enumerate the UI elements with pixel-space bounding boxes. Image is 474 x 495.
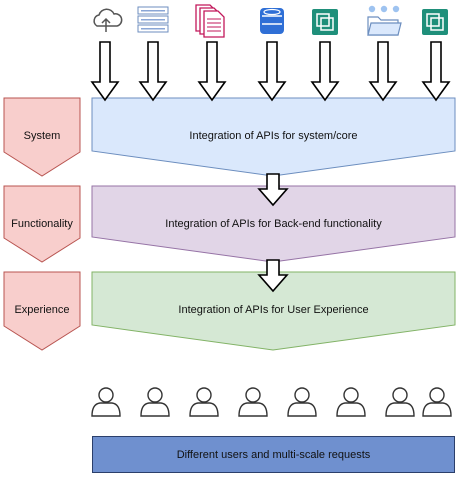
layer-band-experience — [91, 271, 456, 351]
user-icon — [238, 387, 268, 417]
user-icon — [287, 387, 317, 417]
source-arrow — [421, 41, 451, 102]
source-arrow — [257, 41, 287, 102]
folders-icon — [367, 5, 402, 36]
users-banner: Different users and multi-scale requests — [92, 436, 455, 473]
user-icon — [385, 387, 415, 417]
layer-title-system: Integration of APIs for system/core — [189, 130, 358, 142]
side-label-functionality: Functionality — [11, 218, 73, 230]
side-badge-system — [3, 97, 81, 177]
side-label-experience: Experience — [14, 304, 70, 316]
source-arrow — [90, 41, 120, 102]
layer-title-functionality: Integration of APIs for Back-end functio… — [165, 218, 382, 230]
source-arrow — [138, 41, 168, 102]
layer-connector-arrow — [257, 173, 289, 207]
app-window-icon — [312, 9, 338, 35]
ip-address-list-icon — [137, 6, 169, 33]
layer-connector-arrow — [257, 259, 289, 293]
side-label-system: System — [23, 130, 61, 142]
users-banner-label: Different users and multi-scale requests — [176, 448, 371, 461]
side-badge-functionality — [3, 185, 81, 263]
database-icon — [260, 8, 284, 34]
app-window-icon — [422, 9, 448, 35]
user-icon — [189, 387, 219, 417]
user-icon — [422, 387, 452, 417]
user-icon — [91, 387, 121, 417]
layer-title-experience: Integration of APIs for User Experience — [178, 304, 369, 316]
layer-band-system — [91, 97, 456, 177]
user-icon — [140, 387, 170, 417]
user-icon — [336, 387, 366, 417]
cloud-upload-icon — [93, 8, 123, 32]
documents-icon — [195, 4, 225, 38]
source-arrow — [310, 41, 340, 102]
source-arrow — [197, 41, 227, 102]
layer-band-functionality — [91, 185, 456, 263]
source-arrow — [368, 41, 398, 102]
side-badge-experience — [3, 271, 81, 351]
